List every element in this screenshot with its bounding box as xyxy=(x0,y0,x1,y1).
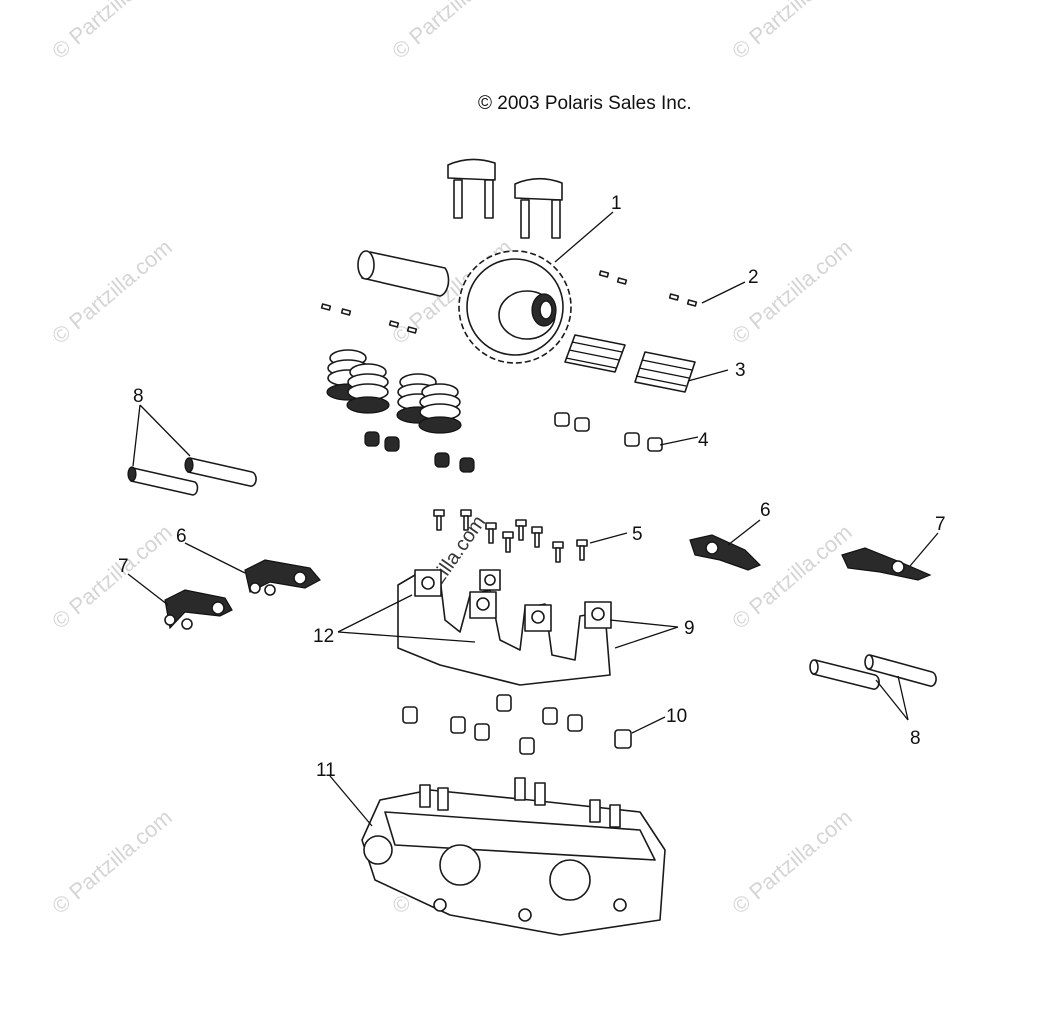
bolts xyxy=(433,509,588,563)
watermark: © Partzilla.com xyxy=(727,0,857,64)
watermark: © Partzilla.com xyxy=(47,519,177,633)
callout-8-right: 8 xyxy=(910,728,921,749)
rocker-shafts xyxy=(127,457,937,690)
watermark-layer: © Partzilla.com © Partzilla.com © Partzi… xyxy=(47,0,857,919)
callout-2: 2 xyxy=(748,267,759,288)
callout-7-left: 7 xyxy=(118,556,129,577)
cylinder-head xyxy=(361,777,666,936)
watermark: © Partzilla.com xyxy=(47,0,177,64)
valve-keepers xyxy=(320,270,698,334)
watermark: © Partzilla.com xyxy=(47,804,177,918)
watermark: © Partzilla.com xyxy=(727,519,857,633)
callout-6-right: 6 xyxy=(760,500,771,521)
valve-seals xyxy=(364,412,663,473)
lash-adjusters xyxy=(402,694,632,755)
copyright-notice: © 2003 Polaris Sales Inc. xyxy=(478,93,692,114)
callout-10: 10 xyxy=(666,706,687,727)
callout-6-left: 6 xyxy=(176,526,187,547)
watermark: © Partzilla.com xyxy=(47,234,177,348)
callout-7-right: 7 xyxy=(935,514,946,535)
watermark: © Partzilla.com xyxy=(727,804,857,918)
rocker-supports xyxy=(397,569,612,686)
rocker-arms xyxy=(164,534,932,630)
watermark: © Partzilla.com xyxy=(387,0,517,64)
leader-lines xyxy=(127,211,939,827)
valve-springs xyxy=(326,334,696,434)
callouts: 1 2 3 4 5 6 6 7 7 8 8 9 10 11 12 xyxy=(118,193,946,781)
watermark: © Partzilla.com xyxy=(727,234,857,348)
callout-12: 12 xyxy=(313,626,334,647)
callout-9: 9 xyxy=(684,618,695,639)
callout-8-left: 8 xyxy=(133,386,144,407)
callout-5: 5 xyxy=(632,524,643,545)
camshaft-assembly xyxy=(357,158,572,364)
callout-11: 11 xyxy=(316,760,336,781)
callout-4: 4 xyxy=(698,430,709,451)
callout-1: 1 xyxy=(611,193,622,214)
callout-3: 3 xyxy=(735,360,746,381)
